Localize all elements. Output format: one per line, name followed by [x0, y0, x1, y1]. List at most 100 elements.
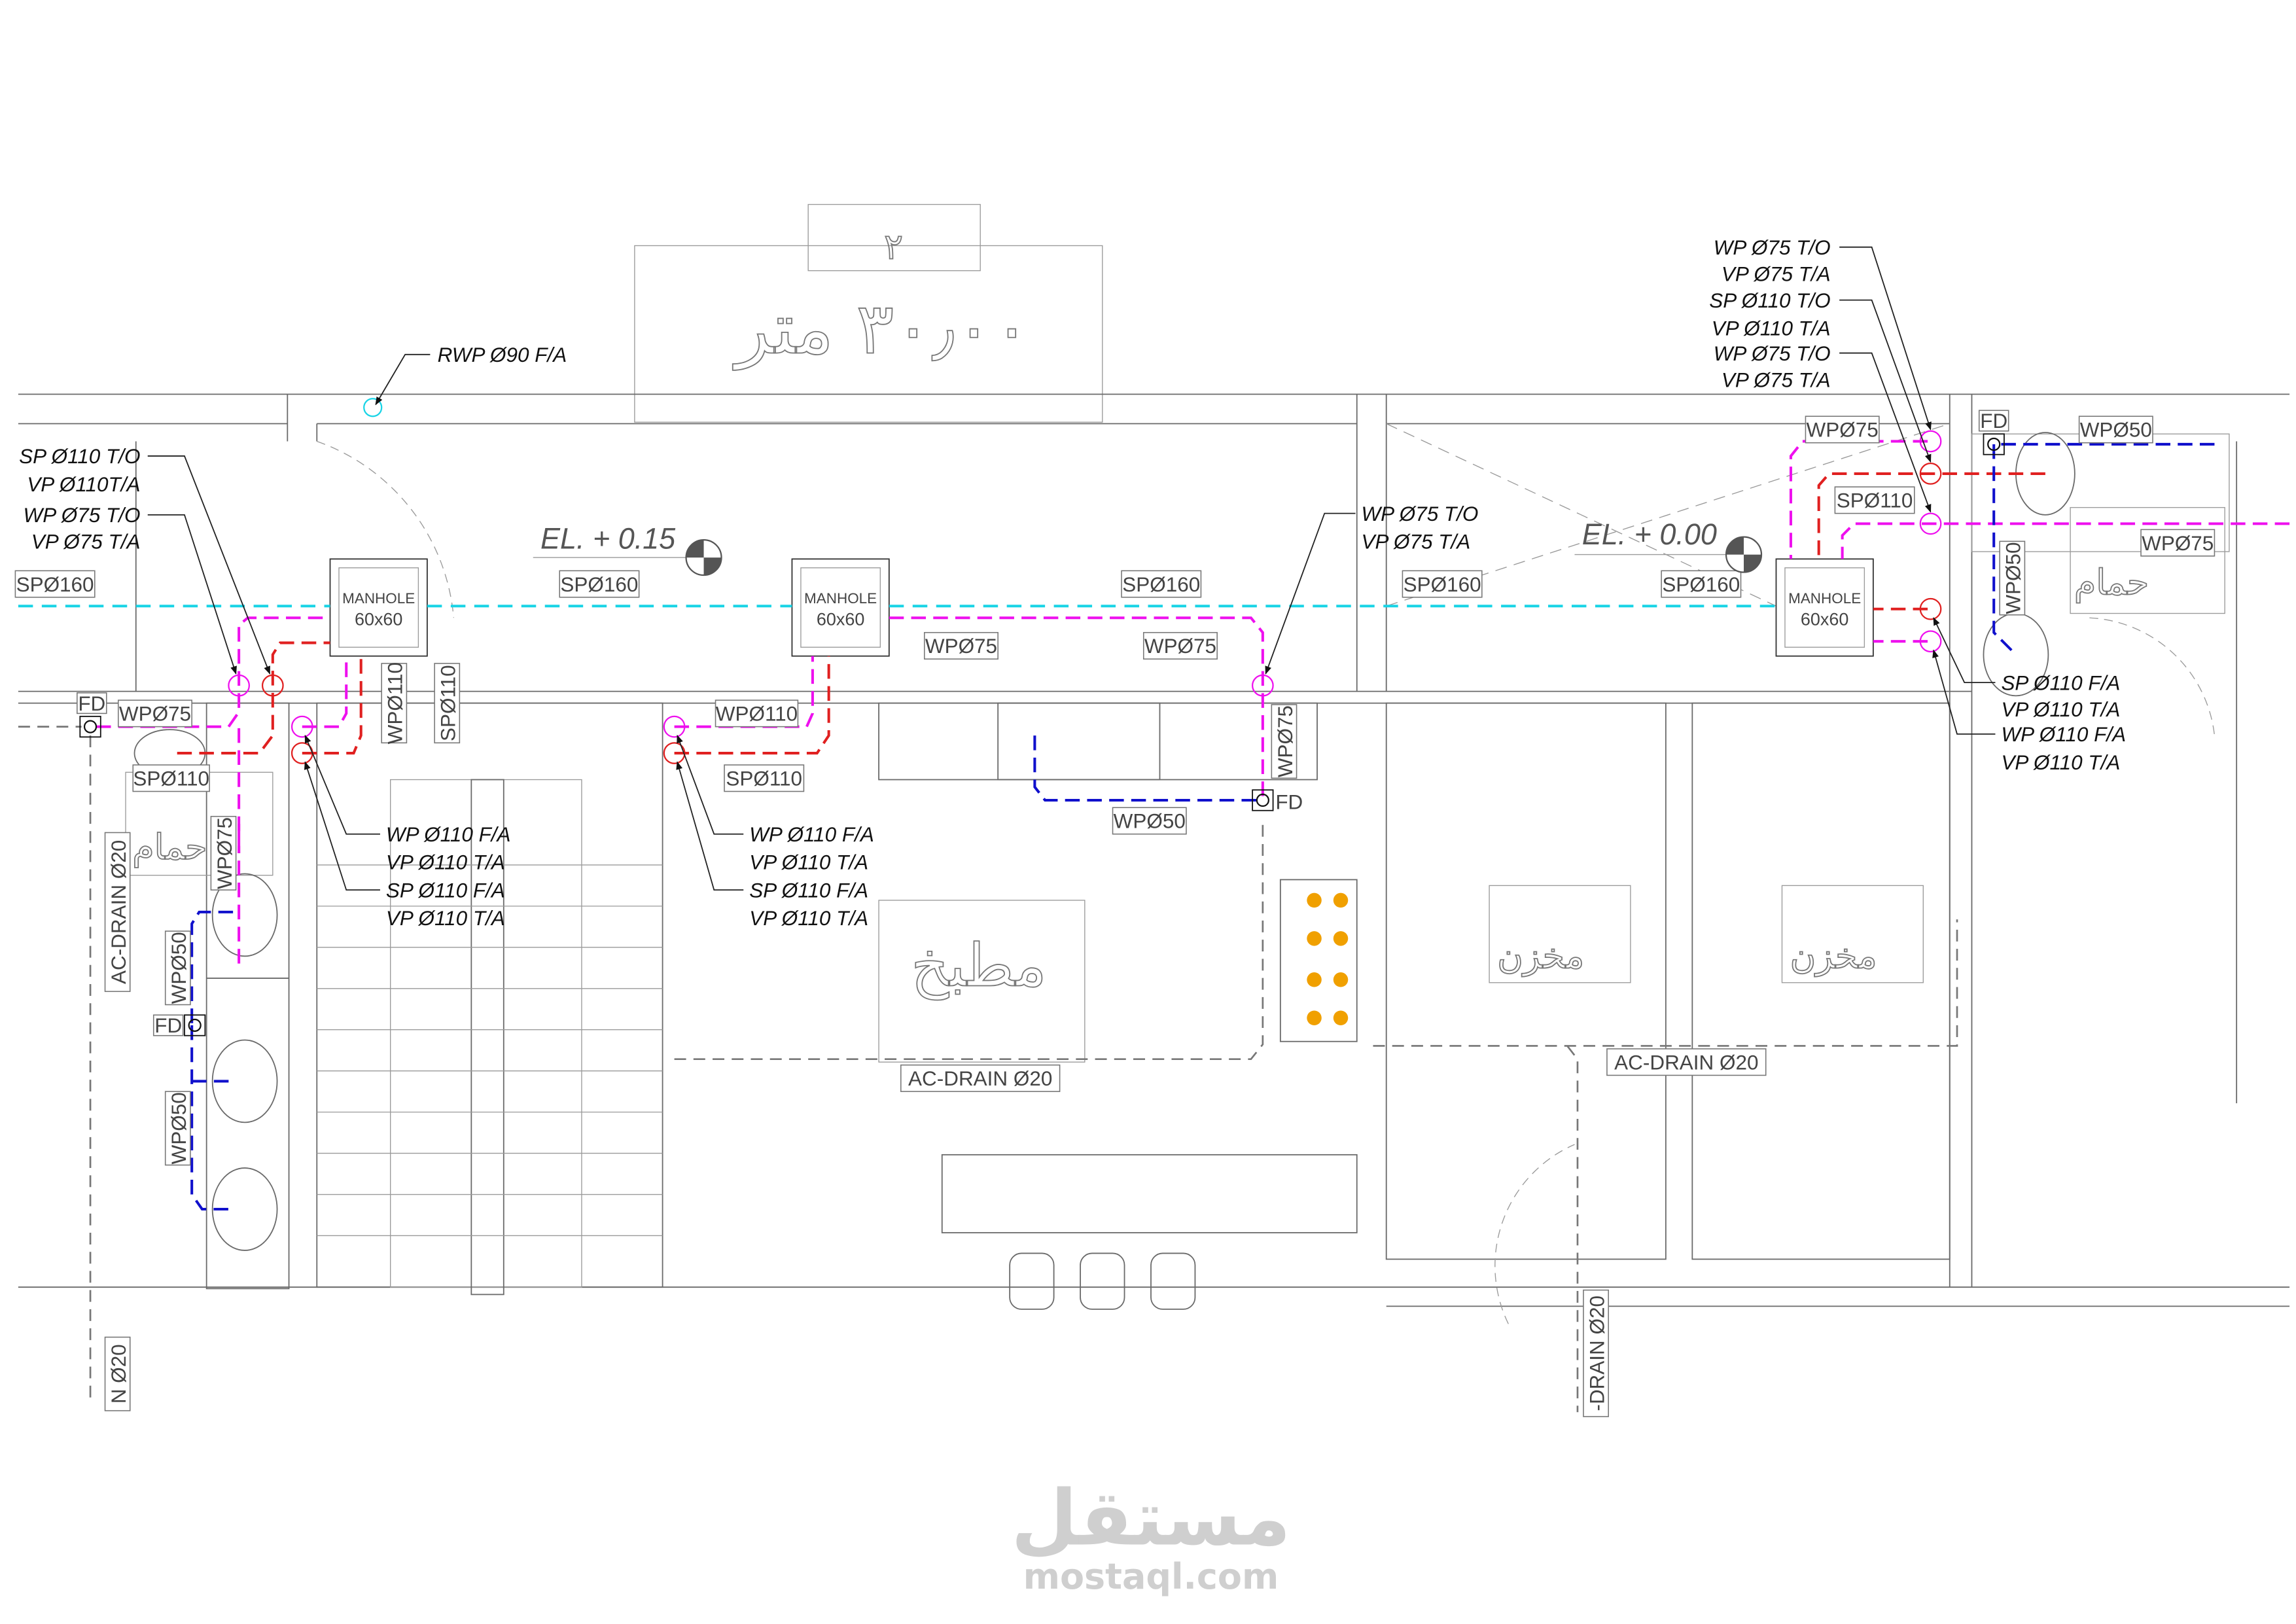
datum-icon [686, 540, 722, 576]
svg-text:SPØ160: SPØ160 [1404, 573, 1481, 596]
rain-pipe-icon [363, 398, 383, 417]
svg-text:EL. + 0.15: EL. + 0.15 [540, 522, 676, 556]
svg-text:SP Ø110 F/A: SP Ø110 F/A [2001, 671, 2120, 694]
svg-text:AC-DRAIN Ø20: AC-DRAIN Ø20 [107, 840, 130, 984]
ac-drain-pipes [18, 726, 1958, 1413]
room-bath: حمام [132, 826, 207, 868]
svg-text:SPØ110: SPØ110 [1837, 489, 1913, 512]
svg-text:FD: FD [1980, 410, 2007, 432]
svg-text:-DRAIN Ø20: -DRAIN Ø20 [1585, 1296, 1608, 1411]
svg-text:VP Ø75 T/A: VP Ø75 T/A [1722, 368, 1831, 391]
floor-drain: FD [77, 692, 107, 738]
svg-text:mostaql.com: mostaql.com [1023, 1556, 1279, 1597]
svg-text:SPØ160: SPØ160 [1122, 573, 1200, 596]
floor-drain: FD [152, 1014, 206, 1037]
room-bath: حمام [2074, 561, 2149, 603]
svg-text:WPØ50: WPØ50 [2002, 542, 2025, 614]
svg-text:SPØ110: SPØ110 [726, 768, 802, 790]
svg-text:WPØ50: WPØ50 [1114, 810, 1186, 833]
svg-text:WPØ50: WPØ50 [168, 932, 190, 1004]
room-store: مخزن [1497, 935, 1584, 977]
svg-text:VP Ø110 T/A: VP Ø110 T/A [749, 907, 868, 930]
notes-left-top: SP Ø110 T/O VP Ø110T/A WP Ø75 T/O VP Ø75… [19, 445, 271, 675]
svg-text:WP Ø75 T/O: WP Ø75 T/O [1714, 236, 1831, 259]
notes-right-bottom: SP Ø110 F/A VP Ø110 T/A WP Ø110 F/A VP Ø… [1932, 617, 2126, 774]
area-superscript: ٢ [884, 226, 903, 268]
manhole-label: MANHOLE [804, 590, 877, 607]
manhole-size: 60x60 [355, 609, 402, 629]
watermark: مستقل mostaql.com [1011, 1474, 1291, 1597]
svg-text:VP Ø110 T/A: VP Ø110 T/A [1712, 317, 1831, 340]
svg-text:WPØ75: WPØ75 [2142, 532, 2214, 555]
svg-text:مستقل: مستقل [1011, 1474, 1291, 1563]
svg-text:VP Ø110 T/A: VP Ø110 T/A [386, 907, 505, 930]
svg-text:WPØ110: WPØ110 [384, 662, 407, 744]
svg-text:VP Ø75 T/A: VP Ø75 T/A [1361, 531, 1470, 554]
washbasin [211, 1039, 278, 1123]
svg-text:WPØ110: WPØ110 [716, 703, 798, 726]
manhole: MANHOLE 60x60 [791, 558, 890, 657]
manhole-label: MANHOLE [1788, 590, 1861, 607]
svg-text:WP Ø110 F/A: WP Ø110 F/A [2001, 723, 2126, 746]
manhole: MANHOLE 60x60 [1775, 558, 1874, 657]
svg-text:VP Ø110 T/A: VP Ø110 T/A [2001, 751, 2120, 774]
area-title-block: ٢ ٣٠٫٠٠ متر [634, 203, 1103, 423]
svg-text:SP Ø110 T/O: SP Ø110 T/O [1709, 289, 1830, 312]
svg-text:SPØ110: SPØ110 [437, 665, 460, 741]
svg-text:WP Ø75 T/O: WP Ø75 T/O [1714, 342, 1831, 365]
svg-text:VP Ø110T/A: VP Ø110T/A [27, 473, 140, 496]
notes-center-mid: WP Ø110 F/A VP Ø110 T/A SP Ø110 F/A VP Ø… [676, 734, 874, 930]
floor-drain: FD [1978, 410, 2009, 455]
walls [18, 393, 2290, 1324]
svg-text:WPØ50: WPØ50 [168, 1092, 190, 1164]
svg-text:FD: FD [1275, 791, 1303, 814]
svg-text:AC-DRAIN Ø20: AC-DRAIN Ø20 [908, 1067, 1052, 1090]
manhole-size: 60x60 [1801, 609, 1848, 629]
washbasin [211, 873, 278, 957]
svg-text:SP Ø110 F/A: SP Ø110 F/A [749, 879, 868, 902]
svg-text:WP Ø75 T/O: WP Ø75 T/O [1361, 503, 1478, 525]
note-rwp: RWP Ø90 F/A [375, 344, 567, 406]
washbasin [211, 1167, 278, 1251]
svg-text:VP Ø75 T/A: VP Ø75 T/A [1722, 262, 1831, 285]
svg-text:AC-DRAIN Ø20: AC-DRAIN Ø20 [1614, 1051, 1758, 1074]
water-pipes [190, 442, 2215, 1211]
svg-text:WP Ø75 T/O: WP Ø75 T/O [24, 504, 141, 527]
notes-left-mid: WP Ø110 F/A VP Ø110 T/A SP Ø110 F/A VP Ø… [304, 734, 511, 930]
notes-kitchen: WP Ø75 T/O VP Ø75 T/A [1265, 503, 1478, 675]
svg-text:N Ø20: N Ø20 [107, 1344, 130, 1403]
svg-text:VP Ø110 T/A: VP Ø110 T/A [386, 851, 505, 874]
manhole-label: MANHOLE [342, 590, 415, 607]
pipe-tags: SPØ160 SPØ160 SPØ160 SPØ160 SPØ160 WPØ75… [14, 415, 2216, 1417]
manhole-size: 60x60 [817, 609, 864, 629]
svg-text:SPØ160: SPØ160 [560, 573, 638, 596]
room-kitchen: مطبخ [911, 932, 1046, 1000]
kitchen-sink [997, 702, 1161, 781]
svg-text:WPØ50: WPØ50 [2080, 419, 2152, 442]
svg-text:SPØ160: SPØ160 [1662, 573, 1740, 596]
notes-right-top: WP Ø75 T/O VP Ø75 T/A SP Ø110 T/O VP Ø11… [1709, 236, 1932, 513]
svg-text:WPØ75: WPØ75 [119, 703, 191, 726]
svg-text:WP Ø110 F/A: WP Ø110 F/A [386, 823, 511, 846]
stove-burners [1307, 892, 1349, 1025]
svg-text:SP Ø110 F/A: SP Ø110 F/A [386, 879, 505, 902]
svg-text:SPØ160: SPØ160 [16, 573, 94, 596]
elevation-marker: EL. + 0.00 [1574, 518, 1763, 573]
room-store: مخزن [1790, 935, 1877, 977]
svg-text:FD: FD [78, 692, 105, 715]
manhole: MANHOLE 60x60 [329, 558, 428, 657]
svg-text:VP Ø110 T/A: VP Ø110 T/A [749, 851, 868, 874]
svg-text:WPØ75: WPØ75 [1807, 419, 1879, 442]
storm-pipe-sp160 [18, 398, 1776, 608]
svg-text:WPØ75: WPØ75 [213, 817, 236, 889]
stair-treads [317, 864, 663, 1237]
svg-text:WPØ75: WPØ75 [925, 635, 997, 658]
svg-text:WPØ75: WPØ75 [1144, 635, 1216, 658]
svg-text:EL. + 0.00: EL. + 0.00 [1582, 518, 1717, 551]
svg-text:RWP Ø90 F/A: RWP Ø90 F/A [438, 344, 567, 366]
svg-text:WP Ø110 F/A: WP Ø110 F/A [749, 823, 874, 846]
bar-stools [1009, 1252, 1196, 1310]
svg-text:WPØ75: WPØ75 [1274, 705, 1297, 777]
elevation-marker: EL. + 0.15 [533, 522, 722, 576]
